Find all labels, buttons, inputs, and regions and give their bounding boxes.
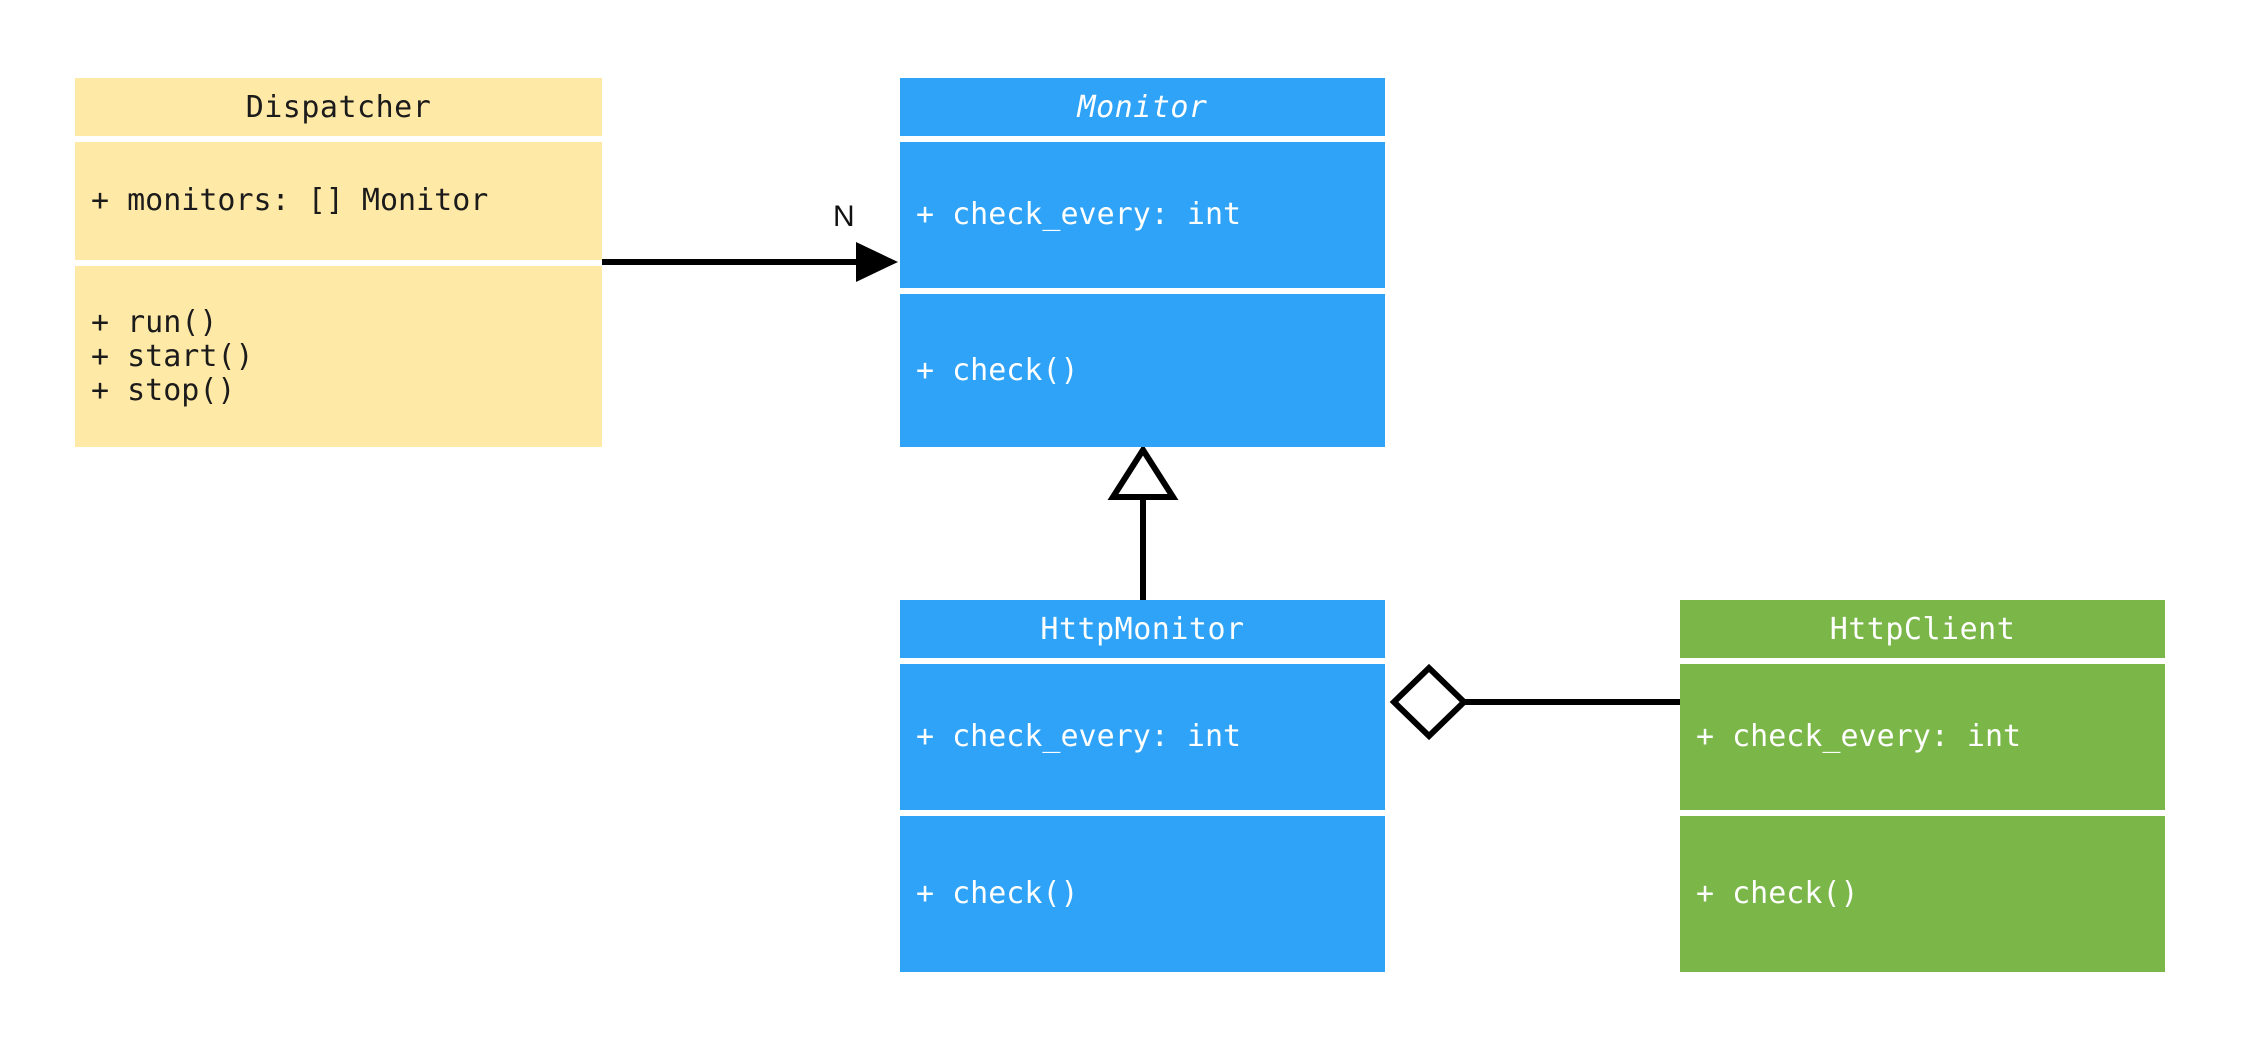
httpclient-method: + check() xyxy=(1696,876,1859,911)
monitor-title-compartment: Monitor xyxy=(900,78,1385,136)
httpmonitor-method: + check() xyxy=(916,876,1079,911)
httpmonitor-class-name: HttpMonitor xyxy=(1040,611,1245,647)
httpmonitor-methods-compartment: + check() xyxy=(900,816,1385,972)
edge-dispatcher-to-monitor xyxy=(602,242,898,282)
class-box-monitor[interactable]: Monitor + check_every: int + check() xyxy=(900,78,1385,447)
httpclient-methods-compartment: + check() xyxy=(1680,816,2165,972)
dispatcher-attribute: + monitors: [] Monitor xyxy=(91,183,489,218)
dispatcher-methods-compartment: + run() + start() + stop() xyxy=(75,266,602,447)
dispatcher-title-compartment: Dispatcher xyxy=(75,78,602,136)
monitor-attributes-compartment: + check_every: int xyxy=(900,142,1385,288)
edge-httpmonitor-to-httpclient xyxy=(1389,663,1680,741)
httpclient-title-compartment: HttpClient xyxy=(1680,600,2165,658)
edge-httpmonitor-to-monitor xyxy=(1107,444,1179,600)
monitor-attribute: + check_every: int xyxy=(916,197,1242,232)
hollow-triangle-icon xyxy=(1107,444,1179,500)
hollow-diamond-icon xyxy=(1389,663,1469,741)
dispatcher-method: + stop() xyxy=(91,372,236,408)
class-box-httpmonitor[interactable]: HttpMonitor + check_every: int + check() xyxy=(900,600,1385,972)
solid-arrow-icon xyxy=(856,242,898,282)
httpclient-class-name: HttpClient xyxy=(1829,611,2016,647)
class-box-dispatcher[interactable]: Dispatcher + monitors: [] Monitor + run(… xyxy=(75,78,602,447)
monitor-methods-compartment: + check() xyxy=(900,294,1385,447)
association-multiplicity-label: N xyxy=(833,200,855,233)
dispatcher-class-name: Dispatcher xyxy=(245,89,432,125)
httpclient-attribute: + check_every: int xyxy=(1696,719,2022,754)
monitor-method: + check() xyxy=(916,352,1079,388)
httpmonitor-title-compartment: HttpMonitor xyxy=(900,600,1385,658)
monitor-class-name: Monitor xyxy=(1077,89,1208,125)
class-box-httpclient[interactable]: HttpClient + check_every: int + check() xyxy=(1680,600,2165,972)
dispatcher-method: + run() xyxy=(91,304,218,340)
dispatcher-method: + start() xyxy=(91,338,254,374)
httpmonitor-attributes-compartment: + check_every: int xyxy=(900,664,1385,810)
httpclient-attributes-compartment: + check_every: int xyxy=(1680,664,2165,810)
dispatcher-attributes-compartment: + monitors: [] Monitor xyxy=(75,142,602,260)
httpmonitor-attribute: + check_every: int xyxy=(916,719,1242,754)
